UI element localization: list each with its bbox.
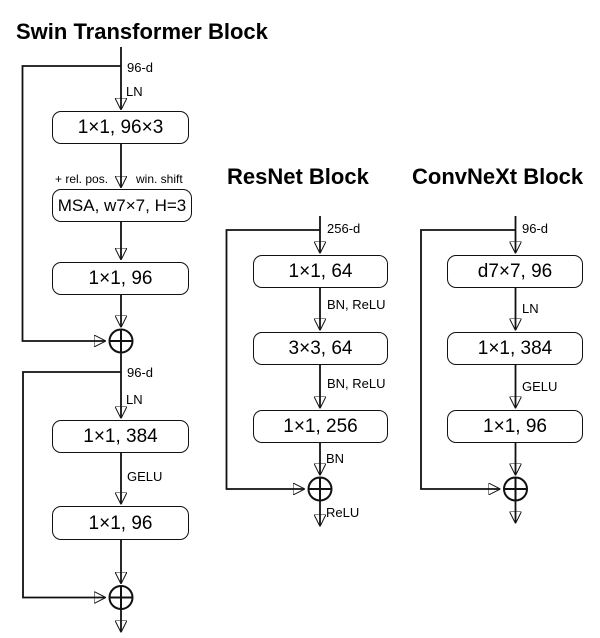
resnet-conv1-box: 1×1, 64: [253, 255, 388, 288]
swin-conv1-box: 1×1, 96×3: [52, 111, 189, 144]
resnet-add-icon: [307, 476, 333, 502]
convnext-conv2-box: 1×1, 384: [447, 332, 583, 365]
convnext-conv3-box: 1×1, 96: [447, 410, 583, 443]
resnet-post3-label: BN: [326, 451, 345, 466]
resnet-skip-connection: [225, 229, 320, 489]
convnext-conv1-box: d7×7, 96: [447, 255, 583, 288]
resnet-title: ResNet Block: [227, 164, 369, 189]
convnext-input-dim-label: 96-d: [522, 221, 549, 236]
convnext-title: ConvNeXt Block: [412, 164, 584, 189]
resnet-post1-label: BN, ReLU: [327, 297, 386, 312]
convnext-add-icon: [503, 476, 528, 502]
resnet-conv2-box: 3×3, 64: [253, 332, 388, 365]
swin-rel-pos-label: + rel. pos.: [55, 172, 109, 186]
swin-norm2-label: LN: [126, 392, 143, 407]
swin-act-label: GELU: [127, 469, 163, 484]
swin-msa-box: MSA, w7×7, H=3: [52, 189, 192, 222]
swin-conv3-box: 1×1, 384: [52, 420, 189, 453]
convnext-skip-connection: [420, 229, 516, 489]
swin-title: Swin Transformer Block: [16, 19, 268, 44]
swin-add-icon-2: [108, 585, 134, 610]
swin-norm1-label: LN: [126, 84, 143, 99]
resnet-conv3-box: 1×1, 256: [253, 410, 388, 443]
swin-mid-dim-label: 96-d: [127, 365, 154, 380]
resnet-post2-label: BN, ReLU: [327, 376, 386, 391]
swin-win-shift-label: win. shift: [136, 172, 183, 186]
swin-conv4-box: 1×1, 96: [52, 506, 189, 540]
convnext-act-label: GELU: [522, 379, 558, 394]
convnext-norm-label: LN: [522, 301, 539, 316]
swin-skip-connection-1: [21, 65, 121, 341]
swin-skip-connection-2: [22, 371, 121, 598]
swin-add-icon-1: [108, 328, 134, 354]
resnet-post-add-label: ReLU: [326, 505, 360, 520]
swin-input-dim-label: 96-d: [127, 60, 154, 75]
swin-conv2-box: 1×1, 96: [52, 262, 189, 295]
resnet-input-dim-label: 256-d: [327, 221, 361, 236]
